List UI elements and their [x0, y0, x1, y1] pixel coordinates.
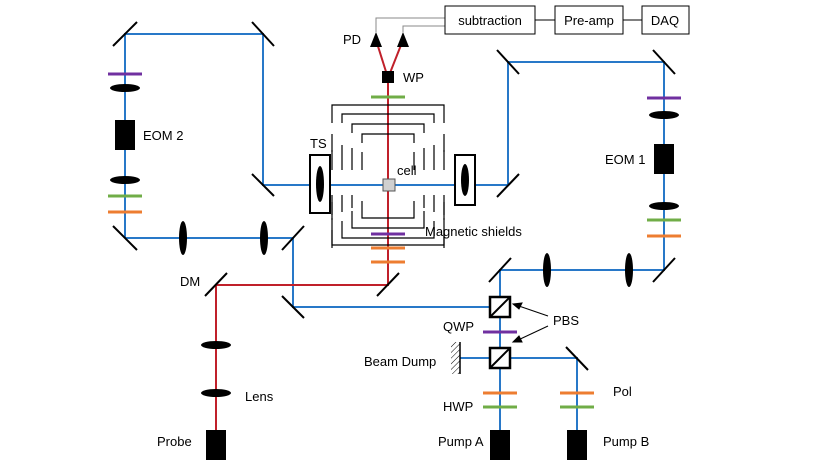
eom2-block — [115, 120, 135, 150]
pump-beam-left-lower — [125, 237, 500, 308]
pump-b-laser — [567, 430, 587, 460]
pump-b-beam — [460, 357, 578, 430]
mirror — [496, 49, 520, 75]
ts-right-lens — [461, 164, 469, 196]
pbs-bottom — [488, 346, 512, 370]
lens — [649, 202, 679, 210]
subtraction-box — [444, 5, 536, 35]
photodetector — [397, 32, 409, 47]
hwp-label: HWP — [443, 399, 473, 414]
mirror — [112, 225, 138, 251]
shield-layer — [361, 133, 415, 219]
daq-label: DAQ — [651, 13, 679, 28]
ts-label: TS — [310, 136, 327, 151]
daq-box — [641, 5, 690, 35]
shield-layer — [331, 218, 445, 246]
subtraction-label: subtraction — [458, 13, 522, 28]
beam-dump — [451, 342, 461, 374]
preamp-label: Pre-amp — [564, 13, 614, 28]
mirror — [251, 173, 275, 197]
pol-label: Pol — [613, 384, 632, 399]
lens-label: Lens — [245, 389, 274, 404]
probe-beam-lower — [215, 190, 389, 430]
pump-beam-right-loop — [391, 61, 665, 307]
lens — [110, 84, 140, 92]
lens — [260, 221, 268, 255]
lens — [201, 341, 231, 349]
magnetic-shields — [331, 104, 445, 248]
eom1-block — [654, 144, 674, 174]
shield-layer — [351, 123, 425, 229]
eom2-label: EOM 2 — [143, 128, 183, 143]
qwp-label: QWP — [443, 319, 474, 334]
beam-dump-label: Beam Dump — [364, 354, 436, 369]
lens — [649, 111, 679, 119]
shield-layer — [341, 113, 435, 239]
lens — [201, 389, 231, 397]
mirror — [112, 21, 138, 47]
lens — [543, 253, 551, 287]
translation-stages — [309, 154, 476, 214]
lens — [625, 253, 633, 287]
vapor-cell — [382, 178, 396, 192]
probe-label: Probe — [157, 434, 192, 449]
dichroic-mirror — [204, 272, 228, 297]
mirror — [565, 346, 589, 371]
magnetic-shields-label: Magnetic shields — [425, 224, 522, 239]
mirrors — [112, 21, 676, 371]
photodetector — [370, 32, 382, 47]
mirror — [652, 49, 676, 75]
signal-lines — [375, 17, 445, 32]
dm-label: DM — [180, 274, 200, 289]
pd-label: PD — [343, 32, 361, 47]
probe-laser — [206, 430, 226, 460]
shield-layer — [331, 134, 445, 220]
preamp-box — [554, 5, 624, 35]
lens — [110, 176, 140, 184]
mirror — [376, 272, 400, 297]
cell-label: cell — [397, 163, 417, 178]
mirror — [281, 295, 305, 319]
eom1-label: EOM 1 — [605, 152, 645, 167]
lens — [179, 221, 187, 255]
lenses — [110, 84, 679, 397]
pump-a-laser — [490, 430, 510, 460]
mirror — [488, 257, 512, 283]
pbs-arrows — [511, 302, 549, 343]
wp-block — [382, 71, 394, 83]
pump-a-label: Pump A — [438, 434, 484, 449]
pump-beam-paths — [124, 33, 665, 430]
ts-left-lens — [316, 166, 324, 202]
wave-plates — [108, 72, 681, 409]
pbs-top — [488, 295, 512, 319]
mirror — [652, 257, 676, 283]
mirror — [281, 225, 305, 251]
mirror — [251, 21, 275, 47]
wp-label: WP — [403, 70, 424, 85]
mirror — [496, 173, 520, 198]
pbs-label: PBS — [553, 313, 579, 328]
pump-b-label: Pump B — [603, 434, 649, 449]
